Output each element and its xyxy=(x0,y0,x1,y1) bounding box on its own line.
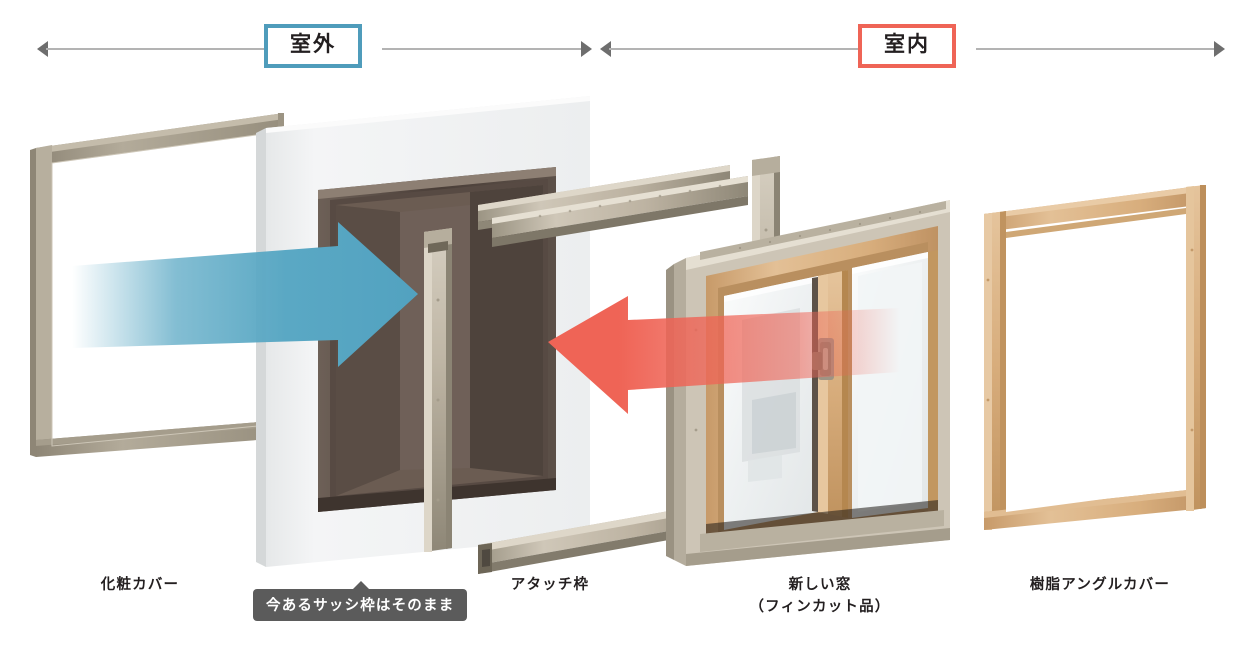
outdoor-zone-label-text: 室外 xyxy=(290,33,336,56)
indoor-axis-line-left xyxy=(609,48,858,50)
callout-existing-sash: 今あるサッシ枠はそのまま xyxy=(253,581,468,621)
caption-new-window: 新しい窓 （フィンカット品） xyxy=(749,577,891,616)
indoor-axis-line-right xyxy=(976,48,1214,50)
caption-attach-frame: アタッチ枠 xyxy=(510,577,590,593)
part-cosmetic-cover xyxy=(30,113,284,457)
outdoor-axis-line-left xyxy=(46,48,264,50)
part-resin-angle-cover xyxy=(984,185,1206,530)
red-install-arrow xyxy=(548,296,900,414)
outdoor-axis-arrowhead-left xyxy=(37,41,48,57)
indoor-axis-arrowhead-left xyxy=(600,41,611,57)
outdoor-axis-line-right xyxy=(382,48,581,50)
caption-resin-angle-cover: 樹脂アングルカバー xyxy=(1029,577,1171,593)
blue-install-arrow xyxy=(72,222,418,367)
indoor-axis-arrowhead-right xyxy=(1214,41,1225,57)
outdoor-zone-label: 室外 xyxy=(264,24,362,69)
indoor-zone-label-text: 室内 xyxy=(884,33,930,56)
outdoor-axis-arrowhead-right xyxy=(581,41,592,57)
indoor-zone-label: 室内 xyxy=(858,24,956,69)
caption-cosmetic-cover: 化粧カバー xyxy=(100,577,180,593)
